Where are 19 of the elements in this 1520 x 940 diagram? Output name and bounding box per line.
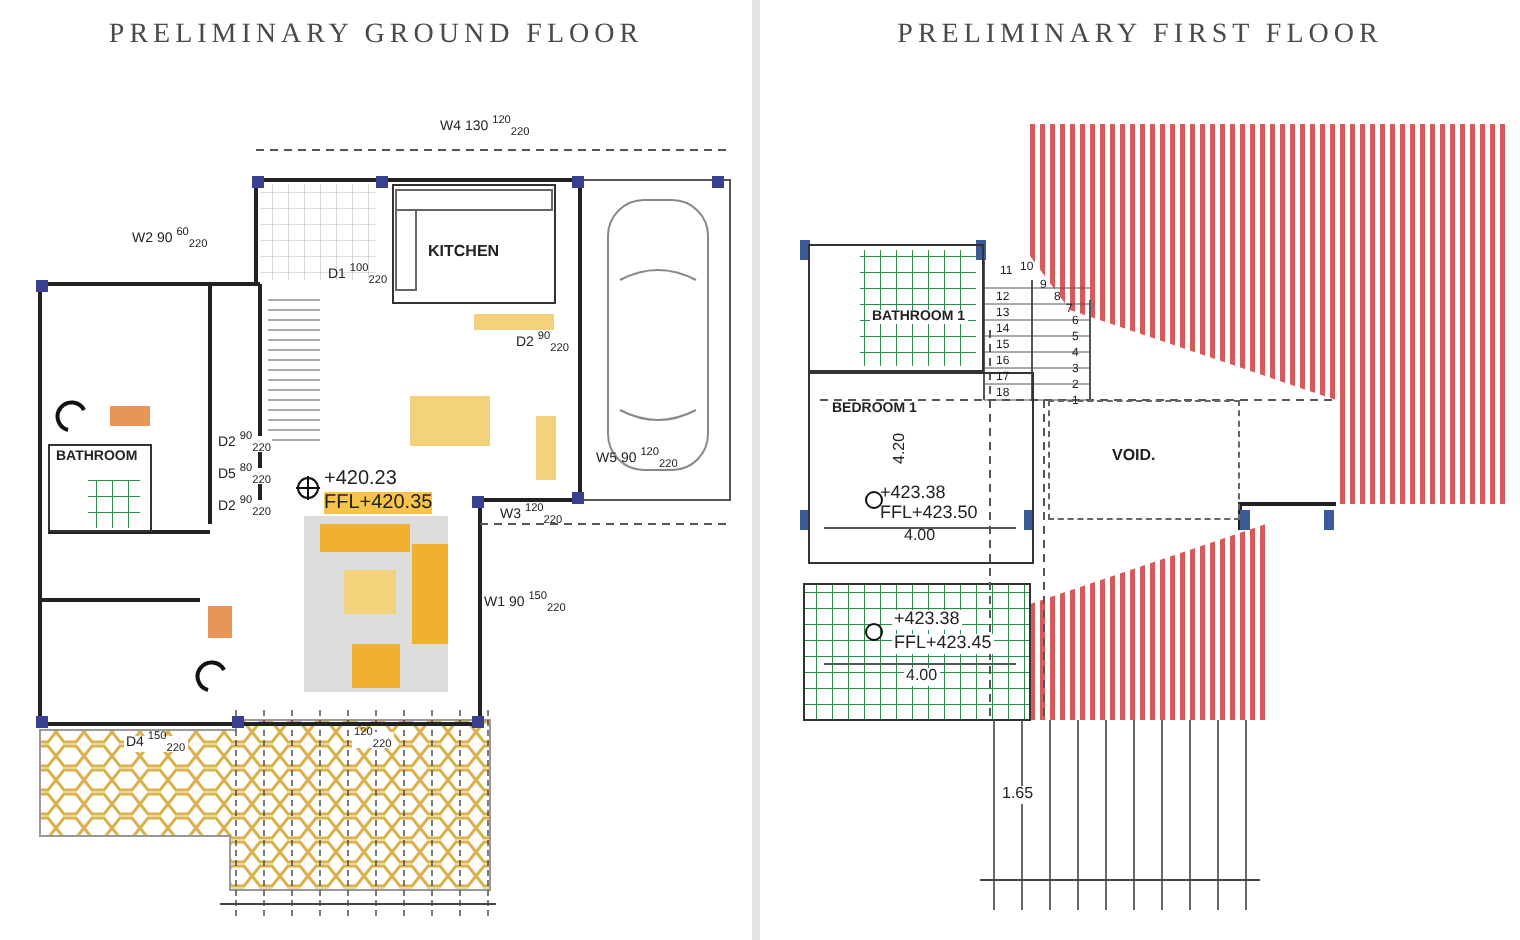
plan-heading: PRELIMINARY GROUND FLOOR [106,20,646,52]
plan-heading: PRELIMINARY FIRST FLOOR [895,20,1385,52]
room-outline [808,372,1034,564]
level-mark: +423.38 [880,484,946,504]
room-name: VOID. [1110,446,1158,464]
void-area [1048,400,1240,520]
dimension-text: 4.00 [904,668,940,686]
dimension-text: 4.20 [892,432,910,464]
level-mark: +420.23 [324,468,397,490]
level-mark: +423.38 [892,610,962,630]
room-name: KITCHEN [426,242,502,260]
level-mark: FFL+423.50 [880,504,978,524]
level-mark: FFL+423.45 [892,634,994,654]
dimension-text: 1.65 [1000,786,1036,804]
room-outline [392,184,556,304]
dimension-text: 4.00 [904,528,936,546]
room-outline [808,244,984,372]
room-outline [48,444,152,532]
level-mark: FFL+420.35 [324,492,433,514]
